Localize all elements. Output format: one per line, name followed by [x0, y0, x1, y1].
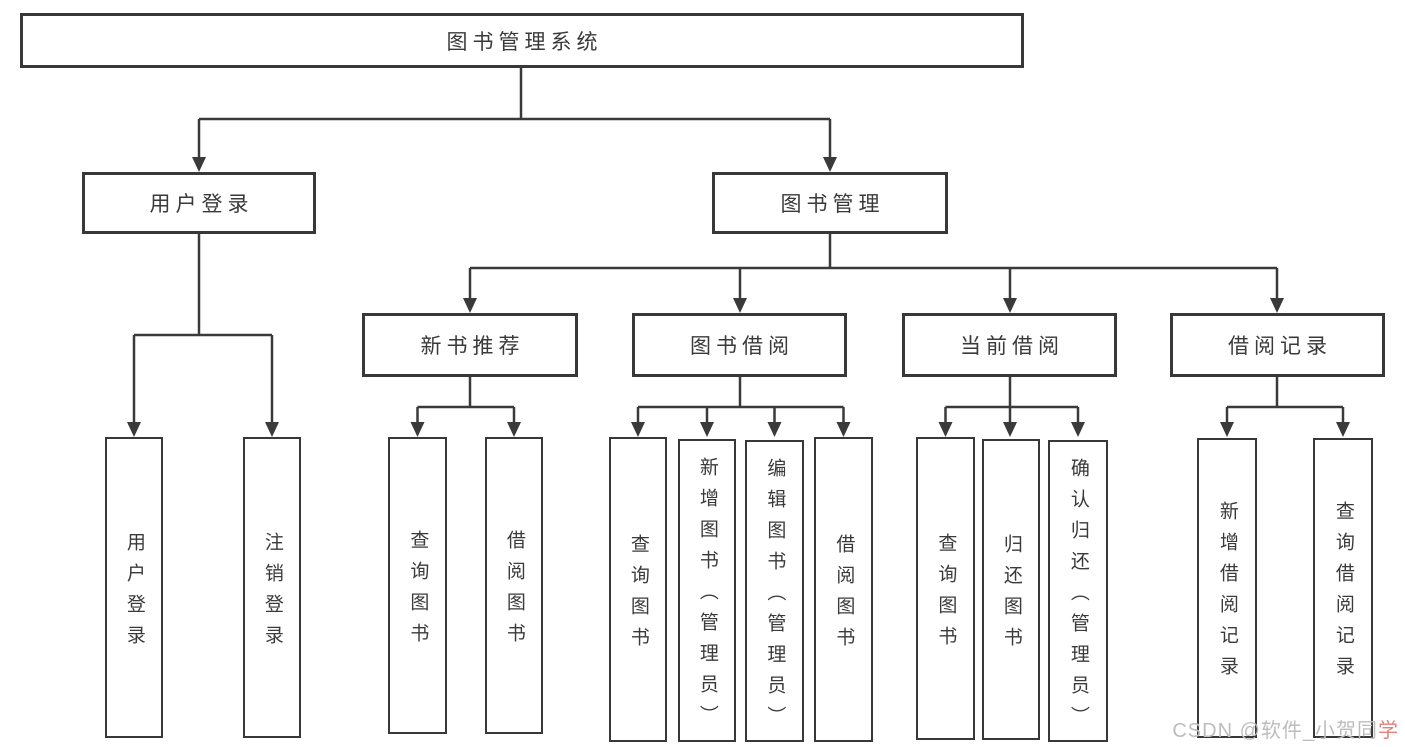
watermark-accent-char: 学	[1378, 720, 1399, 742]
node-label: 新增借阅记录	[1216, 501, 1238, 687]
node-book-borrow: 图书借阅	[632, 313, 847, 377]
leaf-user-login: 用户登录	[105, 437, 163, 738]
node-new-book-recommend: 新书推荐	[362, 313, 578, 377]
leaf-query-books-recommend: 查询图书	[388, 437, 447, 734]
node-label: 用户登录	[123, 531, 145, 656]
node-label: 查询图书	[407, 529, 429, 654]
node-label: 图书借阅	[690, 335, 794, 358]
leaf-add-borrow-record: 新增借阅记录	[1197, 438, 1257, 738]
leaf-add-book-admin: 新增图书（管理员）	[678, 439, 736, 742]
node-label: 归还图书	[1000, 533, 1022, 658]
node-label: 借阅图书	[833, 533, 855, 658]
node-label: 确认归还（管理员）	[1067, 457, 1089, 737]
leaf-edit-book-admin: 编辑图书（管理员）	[745, 440, 804, 742]
node-current-borrow: 当前借阅	[902, 313, 1117, 377]
connector-borrow-to-leaves	[631, 377, 851, 437]
connector-bookmgmt-to-level2	[463, 234, 1284, 313]
connector-records-to-leaves	[1220, 377, 1350, 437]
node-label: 编辑图书（管理员）	[764, 457, 786, 737]
node-label: 借阅图书	[503, 529, 525, 654]
node-borrow-records: 借阅记录	[1170, 313, 1385, 377]
node-label: 借阅记录	[1228, 335, 1332, 358]
leaf-borrow-books-recommend: 借阅图书	[485, 437, 543, 734]
node-label: 新增图书（管理员）	[696, 457, 718, 736]
node-label: 图书管理	[780, 193, 885, 216]
connector-newbooks-to-leaves	[410, 377, 521, 437]
leaf-return-book: 归还图书	[982, 439, 1040, 740]
leaf-borrow-book: 借阅图书	[814, 437, 873, 742]
node-label: 当前借阅	[960, 335, 1064, 358]
watermark: CSDN @软件_小贺同学	[1172, 714, 1399, 743]
node-label: 查询借阅记录	[1332, 501, 1354, 687]
node-label: 用户登录	[149, 193, 254, 216]
leaf-query-borrow-record: 查询借阅记录	[1313, 438, 1373, 738]
leaf-logout: 注销登录	[243, 437, 301, 738]
connector-root-to-level1	[192, 68, 837, 172]
node-label: 查询图书	[627, 533, 649, 658]
connector-current-to-leaves	[938, 377, 1085, 437]
node-label: 注销登录	[261, 531, 283, 656]
watermark-text: CSDN @软件_小贺同	[1172, 720, 1378, 742]
node-label: 图书管理系统	[446, 30, 603, 54]
node-book-management: 图书管理	[712, 172, 948, 234]
leaf-query-books-borrow: 查询图书	[609, 437, 667, 742]
connector-userlogin-to-leaves	[127, 234, 279, 437]
leaf-confirm-return-admin: 确认归还（管理员）	[1048, 440, 1108, 742]
leaf-query-books-current: 查询图书	[916, 437, 975, 740]
node-root-system: 图书管理系统	[20, 13, 1024, 68]
node-label: 查询图书	[935, 532, 957, 657]
node-label: 新书推荐	[420, 335, 525, 358]
node-user-login: 用户登录	[82, 172, 316, 234]
